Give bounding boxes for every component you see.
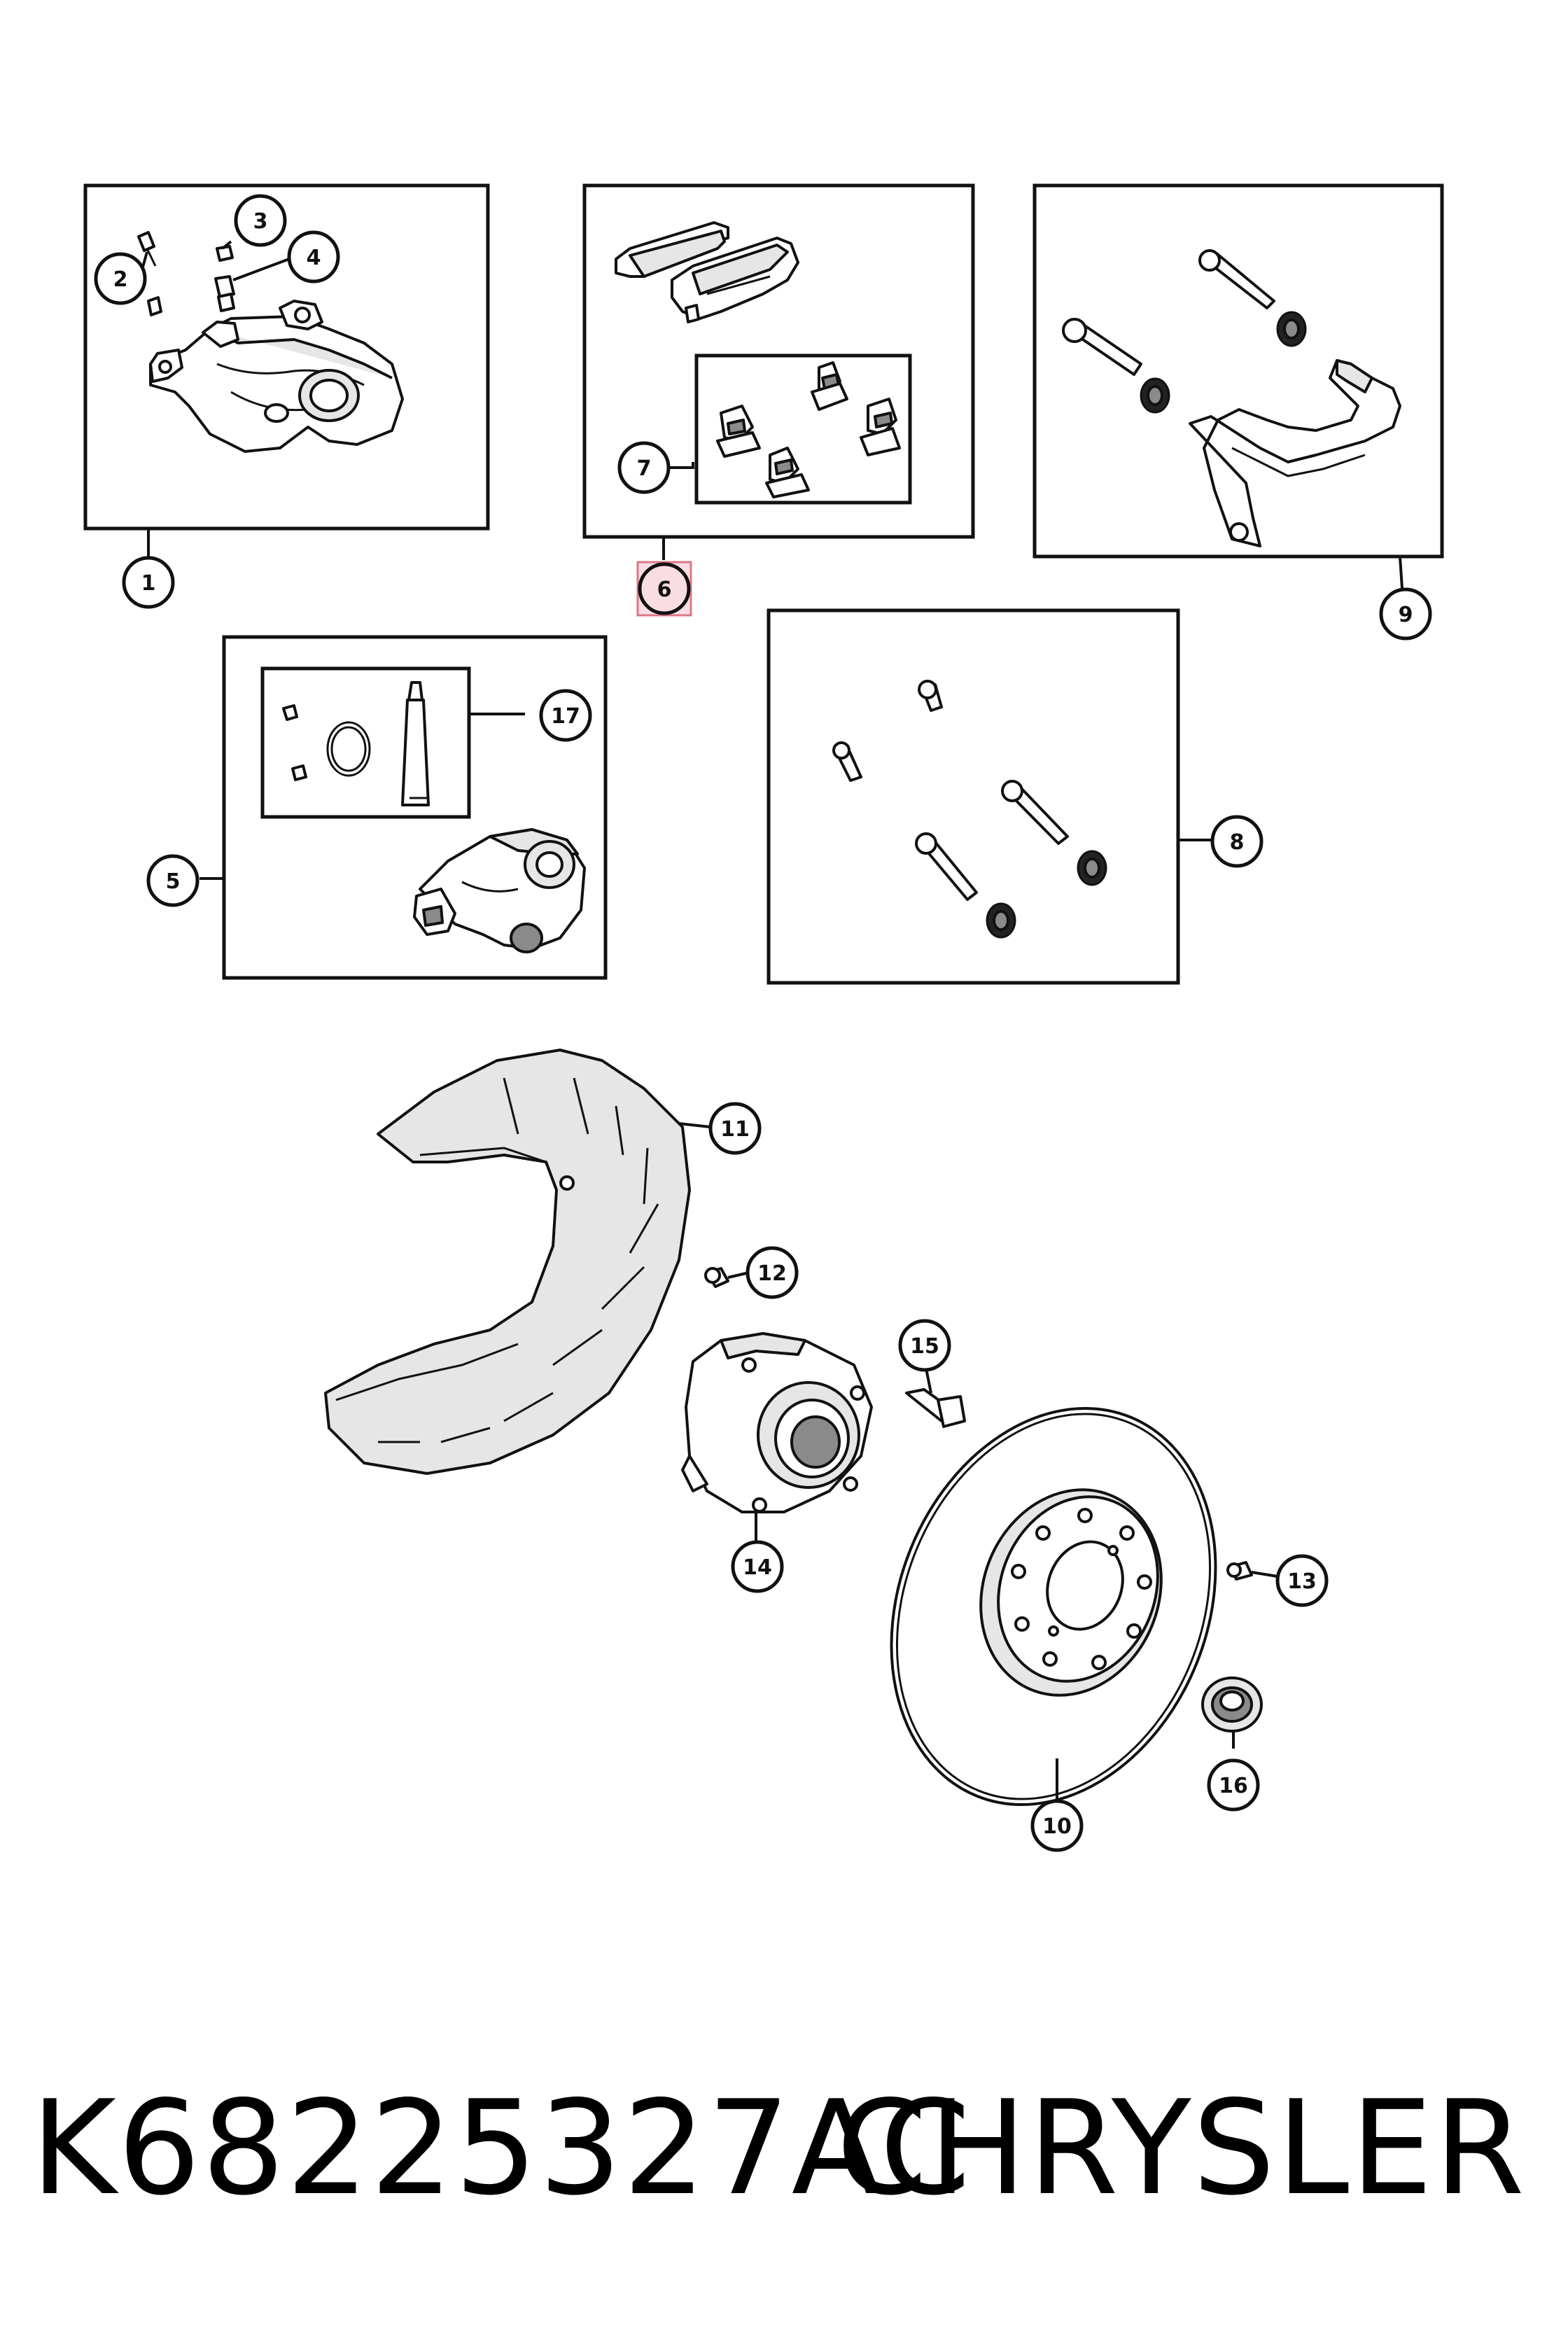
callout-11[interactable]: 11 xyxy=(708,1102,762,1155)
callout-12-label: 12 xyxy=(757,1261,787,1286)
callout-3[interactable]: 3 xyxy=(234,194,287,247)
guide-pin-boot-illustration xyxy=(1140,311,1307,414)
bleeder-valve-illustration xyxy=(214,275,235,312)
caliper-guide-pin-illustration xyxy=(1062,249,1275,376)
callout-11-label: 11 xyxy=(720,1117,750,1142)
callout-2-label: 2 xyxy=(113,267,128,292)
callout-12[interactable]: 12 xyxy=(746,1246,799,1299)
callout-9[interactable]: 9 xyxy=(1379,587,1432,640)
brake-pad-illustration xyxy=(615,221,799,323)
callout-3-label: 3 xyxy=(253,209,268,234)
hub-bearing-illustration xyxy=(681,1332,873,1513)
brand-name: CHRYSLER xyxy=(836,2072,1526,2224)
bolt-kit-group-box xyxy=(766,608,1180,985)
parking-motor-group-box xyxy=(222,635,608,980)
brake-rotor-illustration xyxy=(890,1406,1217,1807)
callout-14-label: 14 xyxy=(743,1555,772,1580)
callout-5-label: 5 xyxy=(166,869,181,894)
callout-13[interactable]: 13 xyxy=(1275,1554,1329,1607)
callout-10-label: 10 xyxy=(1042,1814,1072,1839)
caliper-bracket-illustration xyxy=(1189,359,1401,547)
motor-kit-illustration xyxy=(282,681,430,806)
footer-caption: K68225327AC CHRYSLER xyxy=(0,2072,1568,2233)
callout-7[interactable]: 7 xyxy=(617,441,671,494)
callout-16[interactable]: 16 xyxy=(1207,1758,1260,1812)
pad-clip-kit-illustration xyxy=(716,361,901,498)
caliper-group-box xyxy=(83,183,490,531)
callout-15-label: 15 xyxy=(910,1334,939,1359)
brake-caliper-illustration xyxy=(149,300,404,453)
hub-nut-illustration xyxy=(1201,1676,1263,1732)
hub-bolt-illustration xyxy=(905,1388,966,1428)
shield-bolt-illustration xyxy=(704,1267,729,1288)
part-number: K68225327AC xyxy=(31,2072,972,2224)
rotor-screw-illustration xyxy=(1226,1561,1253,1581)
callout-4[interactable]: 4 xyxy=(287,230,340,284)
callout-10[interactable]: 10 xyxy=(1030,1799,1084,1852)
callout-16-label: 16 xyxy=(1219,1774,1248,1798)
callout-8-label: 8 xyxy=(1230,830,1245,855)
callout-8[interactable]: 8 xyxy=(1210,815,1264,868)
dust-shield-illustration xyxy=(324,1049,691,1475)
callout-7-label: 7 xyxy=(637,456,652,481)
callout-15[interactable]: 15 xyxy=(898,1319,951,1372)
callout-1[interactable]: 1 xyxy=(122,556,175,609)
callout-4-label: 4 xyxy=(307,246,321,270)
callout-6[interactable]: 6 xyxy=(636,561,692,617)
callout-1-label: 1 xyxy=(141,571,156,596)
bleeder-screw-illustration xyxy=(137,231,162,316)
callout-9-label: 9 xyxy=(1399,603,1413,627)
pad-clip-subgroup-box xyxy=(694,354,912,505)
motor-kit-subgroup-box xyxy=(260,666,471,819)
callout-5[interactable]: 5 xyxy=(146,854,200,907)
caliper-bracket-group-box xyxy=(1032,183,1444,559)
bolt-kit-illustration xyxy=(832,680,1069,901)
callout-6-label: 6 xyxy=(657,578,672,602)
callout-17-label: 17 xyxy=(551,704,580,729)
bolt-kit-boots-illustration xyxy=(986,850,1107,939)
parking-brake-motor-illustration xyxy=(413,828,586,953)
brake-pad-group-box xyxy=(582,183,975,539)
callout-13-label: 13 xyxy=(1287,1569,1317,1594)
callout-14[interactable]: 14 xyxy=(731,1540,784,1593)
callout-2[interactable]: 2 xyxy=(94,252,147,305)
callout-17[interactable]: 17 xyxy=(539,689,592,742)
